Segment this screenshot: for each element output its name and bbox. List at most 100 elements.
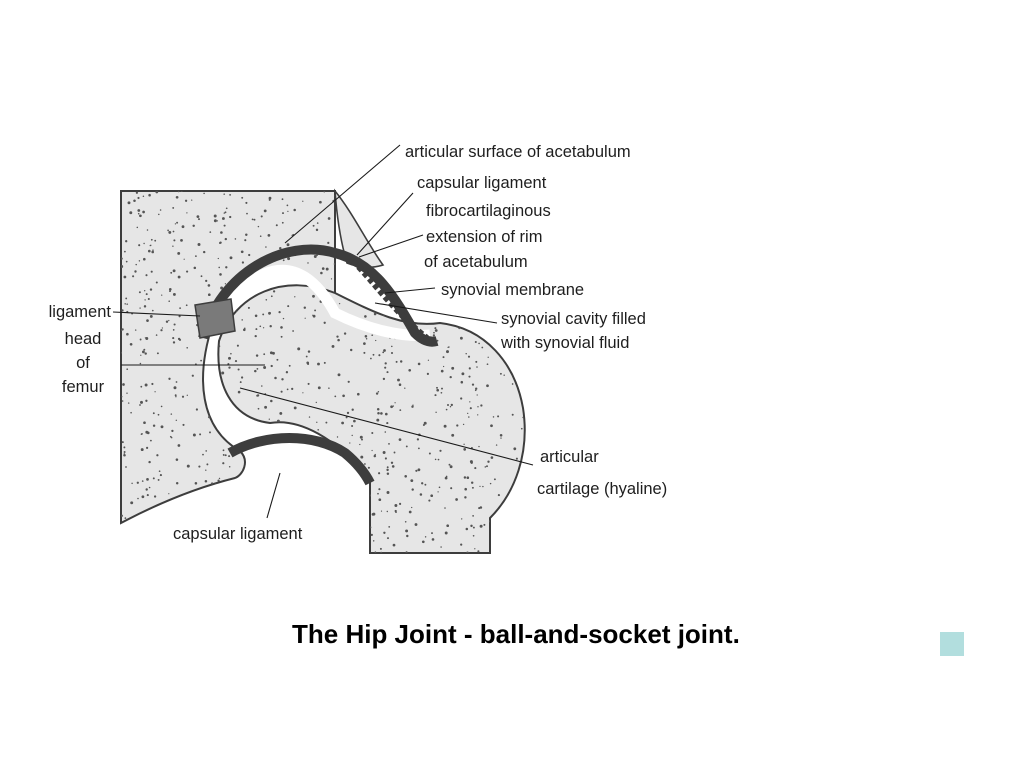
stipple-dot bbox=[177, 275, 181, 279]
stipple-dot bbox=[259, 487, 262, 490]
stipple-dot bbox=[280, 390, 283, 393]
stipple-dot bbox=[386, 371, 389, 374]
stipple-dot bbox=[138, 260, 141, 262]
stipple-dot bbox=[418, 297, 421, 300]
stipple-dot bbox=[440, 546, 442, 548]
stipple-dot bbox=[456, 424, 459, 427]
stipple-dot bbox=[409, 285, 411, 287]
stipple-dot bbox=[519, 479, 522, 481]
stipple-dot bbox=[312, 294, 315, 298]
stipple-dot bbox=[446, 403, 450, 407]
stipple-dot bbox=[211, 485, 214, 487]
stipple-dot bbox=[282, 212, 284, 215]
stipple-dot bbox=[356, 277, 358, 279]
stipple-dot bbox=[270, 295, 273, 298]
stipple-dot bbox=[145, 293, 148, 296]
stipple-dot bbox=[368, 297, 371, 300]
stipple-dot bbox=[398, 383, 402, 386]
stipple-dot bbox=[268, 196, 272, 200]
stipple-dot bbox=[261, 478, 264, 481]
stipple-dot bbox=[338, 302, 341, 305]
stipple-dot bbox=[319, 527, 322, 530]
stipple-dot bbox=[461, 323, 464, 326]
stipple-dot bbox=[315, 228, 319, 232]
stipple-dot bbox=[515, 496, 518, 499]
stipple-dot bbox=[458, 327, 461, 330]
stipple-dot bbox=[121, 265, 124, 268]
stipple-dot bbox=[129, 342, 133, 346]
stipple-dot bbox=[375, 339, 377, 342]
stipple-dot bbox=[240, 376, 244, 379]
stipple-dot bbox=[270, 515, 273, 518]
stipple-dot bbox=[375, 392, 379, 395]
stipple-dot bbox=[172, 502, 174, 505]
stipple-dot bbox=[174, 394, 177, 397]
stipple-dot bbox=[292, 330, 294, 332]
stipple-dot bbox=[240, 488, 243, 490]
stipple-dot bbox=[229, 215, 232, 219]
stipple-dot bbox=[154, 391, 156, 393]
stipple-dot bbox=[147, 249, 151, 253]
stipple-dot bbox=[344, 541, 347, 544]
stipple-dot bbox=[452, 304, 456, 308]
stipple-dot bbox=[434, 458, 437, 461]
stipple-dot bbox=[460, 397, 463, 400]
stipple-dot bbox=[528, 414, 531, 417]
stipple-dot bbox=[405, 551, 408, 553]
stipple-dot bbox=[404, 475, 407, 478]
stipple-dot bbox=[380, 551, 383, 553]
stipple-dot bbox=[421, 540, 425, 544]
stipple-dot bbox=[351, 408, 354, 411]
stipple-dot bbox=[470, 481, 474, 484]
stipple-dot bbox=[195, 408, 199, 411]
stipple-dot bbox=[376, 407, 380, 411]
stipple-dot bbox=[160, 405, 163, 408]
stipple-dot bbox=[427, 359, 430, 361]
stipple-dot bbox=[461, 372, 465, 376]
stipple-dot bbox=[220, 231, 223, 234]
stipple-dot bbox=[305, 483, 309, 486]
stipple-dot bbox=[472, 534, 475, 537]
stipple-dot bbox=[525, 275, 526, 276]
stipple-dot bbox=[125, 466, 127, 468]
stipple-dot bbox=[499, 372, 502, 375]
stipple-dot bbox=[382, 451, 386, 454]
stipple-dot bbox=[141, 495, 145, 499]
stipple-dot bbox=[344, 543, 347, 545]
stipple-dot bbox=[129, 211, 133, 215]
stipple-dot bbox=[223, 224, 226, 227]
stipple-dot bbox=[308, 496, 312, 499]
stipple-dot bbox=[145, 274, 148, 277]
stipple-dot bbox=[157, 413, 160, 416]
stipple-dot bbox=[349, 442, 351, 444]
stipple-dot bbox=[384, 457, 387, 460]
stipple-dot bbox=[404, 387, 406, 389]
stipple-dot bbox=[264, 283, 266, 285]
stipple-dot bbox=[155, 191, 159, 194]
stipple-dot bbox=[280, 467, 283, 470]
stipple-dot bbox=[479, 524, 483, 528]
stipple-dot bbox=[174, 223, 177, 225]
stipple-dot bbox=[378, 488, 381, 491]
stipple-dot bbox=[236, 344, 239, 347]
stipple-dot bbox=[218, 493, 220, 495]
stipple-dot bbox=[195, 255, 197, 257]
stipple-dot bbox=[428, 452, 431, 455]
stipple-dot bbox=[514, 507, 518, 510]
stipple-dot bbox=[229, 489, 233, 493]
stipple-dot bbox=[181, 395, 185, 398]
stipple-dot bbox=[203, 192, 205, 195]
stipple-dot bbox=[525, 275, 527, 277]
stipple-dot bbox=[244, 438, 246, 440]
stipple-dot bbox=[437, 458, 440, 461]
stipple-dot bbox=[445, 307, 448, 311]
stipple-dot bbox=[228, 366, 231, 369]
stipple-dot bbox=[350, 291, 353, 294]
stipple-dot bbox=[490, 456, 494, 459]
stipple-dot bbox=[123, 451, 126, 453]
stipple-dot bbox=[172, 341, 176, 344]
stipple-dot bbox=[315, 401, 317, 404]
stipple-dot bbox=[467, 327, 470, 330]
stipple-dot bbox=[255, 354, 259, 357]
stipple-dot bbox=[281, 497, 284, 499]
